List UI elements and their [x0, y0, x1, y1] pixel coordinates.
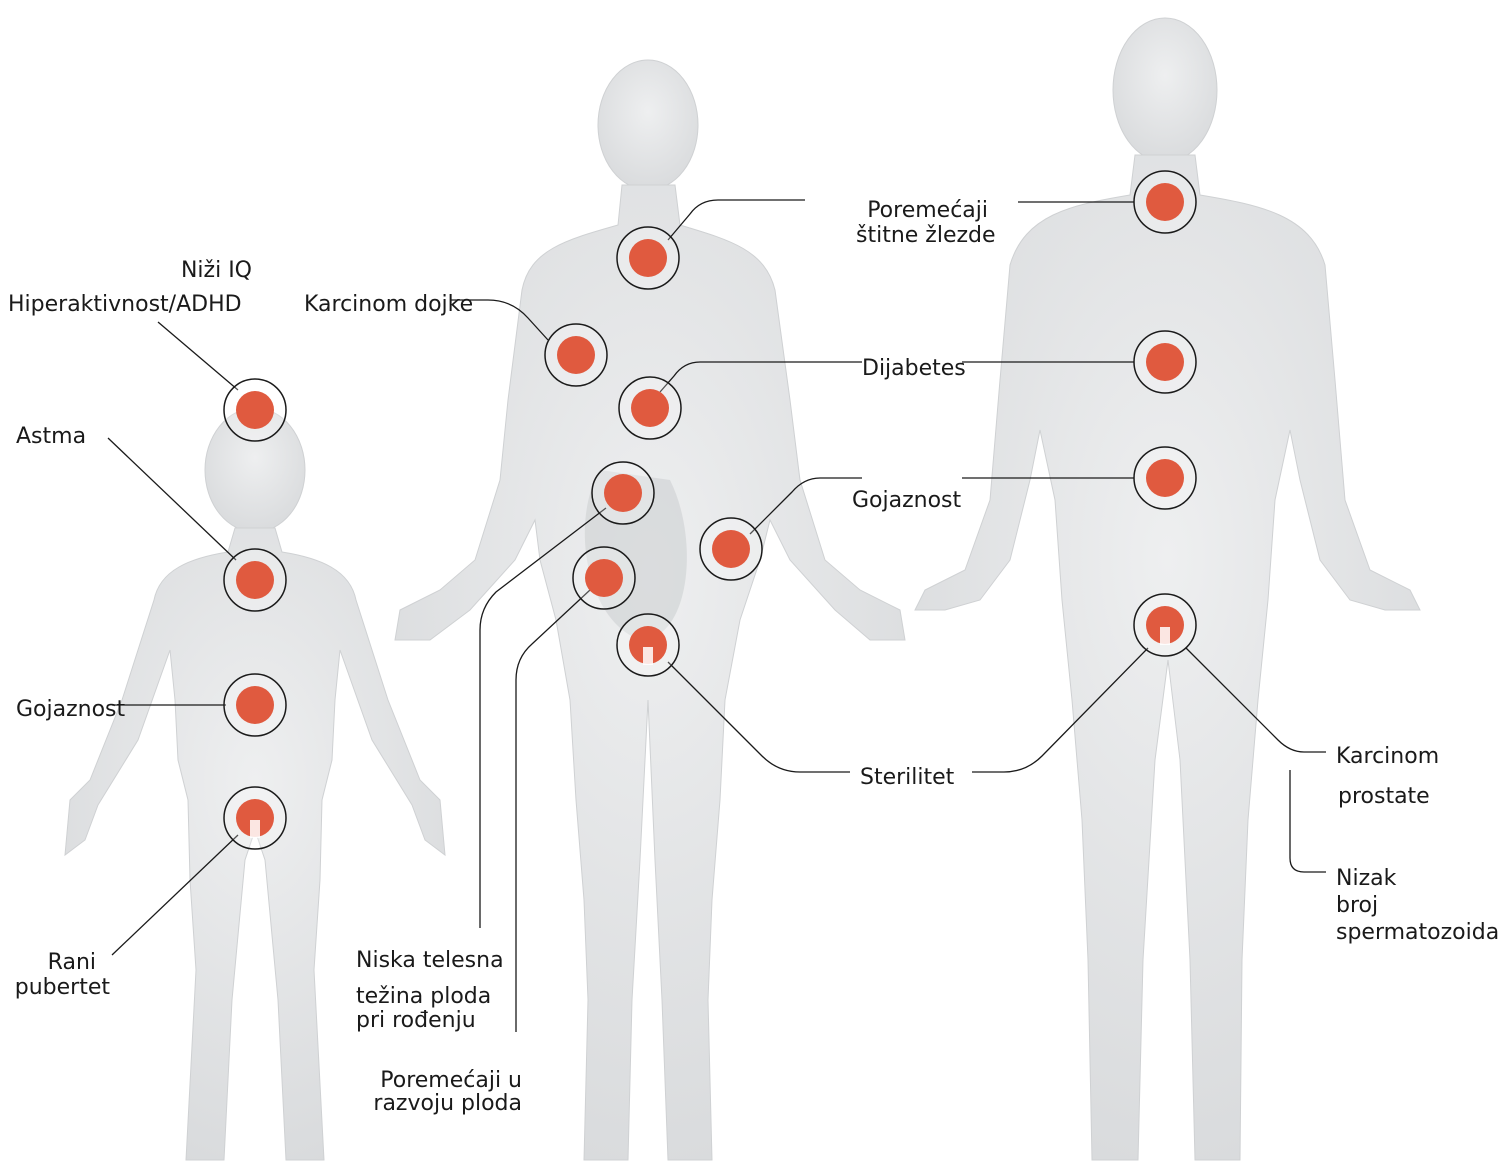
- marker-dot: [631, 389, 669, 427]
- label-poremecaji-razvoj-line2: razvoju ploda: [340, 1091, 522, 1117]
- marker-child-abdomen: [224, 674, 286, 736]
- label-dijabetes: Dijabetes: [862, 356, 966, 382]
- label-gojaznost-adult: Gojaznost: [852, 488, 961, 514]
- marker-groin-gap: [1160, 627, 1170, 645]
- label-niska-tezina-line1: Niska telesna: [356, 948, 504, 974]
- marker-dot: [236, 391, 274, 429]
- marker-man-abdomen: [1134, 447, 1196, 509]
- label-karcinom-prostate-line1: Karcinom: [1336, 744, 1439, 770]
- marker-groin-gap: [250, 820, 260, 838]
- marker-woman-breast: [545, 324, 607, 386]
- marker-dot: [712, 530, 750, 568]
- label-karcinom-dojke: Karcinom dojke: [304, 292, 473, 318]
- marker-dot: [1146, 343, 1184, 381]
- marker-child-head: [224, 379, 286, 441]
- connector-nizak-broj: [1290, 770, 1326, 872]
- marker-groin-gap: [643, 647, 653, 665]
- marker-dot: [236, 686, 274, 724]
- label-astma: Astma: [16, 424, 86, 450]
- man-body: [915, 155, 1420, 1160]
- marker-child-groin: [224, 787, 286, 849]
- label-niska-tezina-line2: težina ploda: [356, 984, 491, 1010]
- man-head: [1113, 18, 1217, 162]
- marker-dot: [585, 559, 623, 597]
- marker-woman-abdomen: [619, 377, 681, 439]
- label-karcinom-prostate-line2: prostate: [1338, 784, 1430, 810]
- marker-dot: [236, 561, 274, 599]
- label-stitne-line1: Poremećaji: [840, 198, 988, 224]
- marker-woman-side: [700, 518, 762, 580]
- marker-dot: [604, 474, 642, 512]
- connector-iq: [158, 322, 238, 390]
- marker-woman-fetus: [592, 462, 654, 524]
- label-rani-pubertet-line2: pubertet: [10, 975, 110, 1001]
- marker-woman-groin: [617, 614, 679, 676]
- label-nizak-broj-line2: broj: [1336, 893, 1378, 919]
- label-stitne-line2: štitne žlezde: [856, 223, 996, 249]
- marker-dot: [629, 239, 667, 277]
- marker-man-groin: [1134, 594, 1196, 656]
- marker-woman-uterus: [573, 547, 635, 609]
- woman-head: [598, 60, 698, 190]
- label-sterilitet: Sterilitet: [860, 765, 954, 791]
- label-niska-tezina-line3: pri rođenju: [356, 1008, 476, 1034]
- marker-man-chest: [1134, 331, 1196, 393]
- marker-dot: [557, 336, 595, 374]
- child-figure: [65, 408, 445, 1160]
- label-nizak-broj-line3: spermatozoida: [1336, 920, 1499, 946]
- label-nizi-iq: Niži IQ: [140, 258, 252, 284]
- label-hiperaktivnost: Hiperaktivnost/ADHD: [8, 292, 242, 318]
- marker-dot: [1146, 459, 1184, 497]
- marker-woman-neck: [617, 227, 679, 289]
- label-gojaznost-child: Gojaznost: [16, 697, 125, 723]
- label-rani-pubertet-line1: Rani: [10, 950, 96, 976]
- marker-child-neck: [224, 549, 286, 611]
- marker-man-neck: [1134, 171, 1196, 233]
- label-nizak-broj-line1: Nizak: [1336, 866, 1396, 892]
- marker-dot: [1146, 183, 1184, 221]
